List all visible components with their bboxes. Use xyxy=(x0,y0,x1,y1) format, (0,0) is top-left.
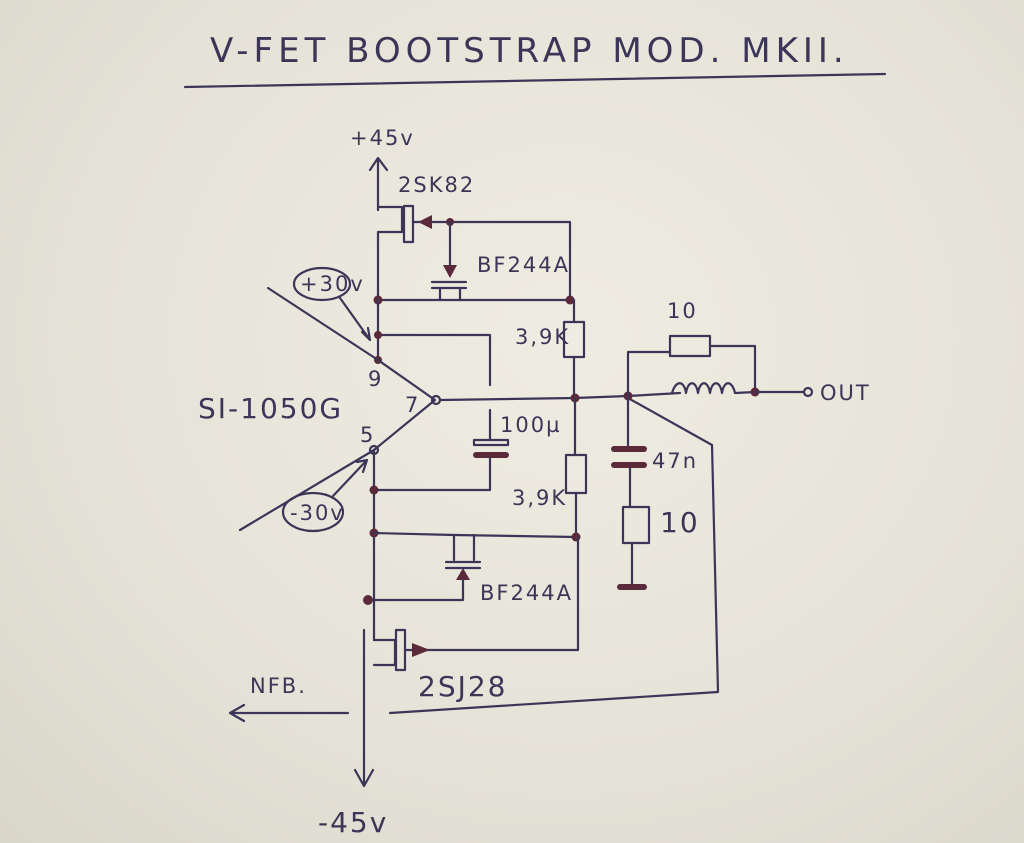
zobel-network xyxy=(611,394,651,590)
left-rail-wiring xyxy=(374,298,492,387)
zobel-resistor-label: 10 xyxy=(660,506,700,539)
positive-rail-arrow xyxy=(368,156,389,212)
top-jfet-symbol xyxy=(373,220,575,305)
bottom-jfet-label: BF244A xyxy=(480,581,573,605)
top-jfet-label: BF244A xyxy=(477,253,570,277)
bottom-vfet-label: 2SJ28 xyxy=(418,670,507,703)
ic-pin-9: 9 xyxy=(368,367,383,391)
resistor-top-label: 3,9K xyxy=(515,325,570,349)
bootstrap-capacitor-label: 100µ xyxy=(500,413,561,437)
output-resistor-label: 10 xyxy=(667,299,698,323)
output-network xyxy=(623,334,814,401)
positive-supply-callout xyxy=(266,266,380,362)
ic-pin-7: 7 xyxy=(405,393,420,417)
top-vfet-symbol xyxy=(376,204,572,302)
bootstrap-capacitor xyxy=(372,408,510,492)
ic-pin-5: 5 xyxy=(360,423,375,447)
schematic-title: V-FET BOOTSTRAP MOD. MKII. xyxy=(210,31,849,71)
resistor-bottom xyxy=(564,396,588,539)
output-label: OUT xyxy=(820,381,871,405)
resistor-top xyxy=(562,298,586,403)
resistor-bottom-label: 3,9K xyxy=(512,486,567,510)
title-underline xyxy=(183,72,887,89)
nfb-label: NFB. xyxy=(250,674,307,698)
nfb-line xyxy=(228,396,720,723)
negative-supply-callout xyxy=(238,448,376,533)
ic-label: SI-1050G xyxy=(198,392,343,425)
bottom-jfet-symbol xyxy=(363,533,482,605)
positive-rail-label: +45v xyxy=(350,126,415,150)
bottom-vfet-symbol xyxy=(353,535,580,788)
negative-rail-label: -45v xyxy=(318,806,388,839)
negative-supply-label: -30v xyxy=(290,501,345,525)
top-vfet-label: 2SK82 xyxy=(398,173,475,197)
zobel-capacitor-label: 47n xyxy=(652,449,698,473)
positive-supply-label: +30v xyxy=(300,272,365,296)
